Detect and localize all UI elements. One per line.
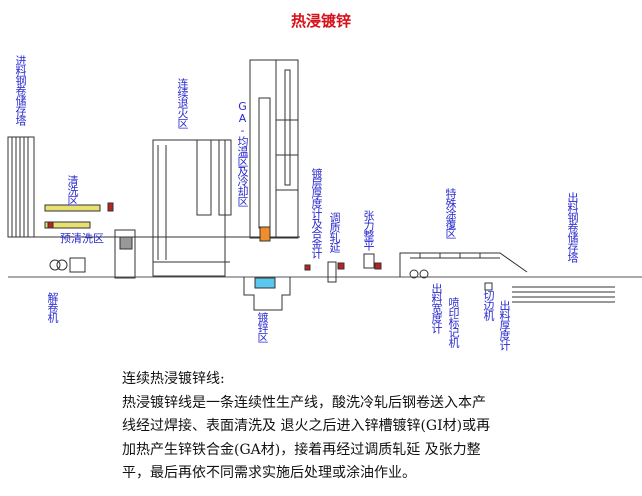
special-coating-section: [399, 252, 528, 291]
label-annealing: 连续退火区: [176, 78, 189, 128]
label-tension-leveling: 张力整平: [362, 210, 375, 250]
exit-tower: [512, 286, 615, 303]
ga-tower: [249, 59, 299, 242]
description-line: 加热产生锌铁合金(GA材)，接着再经过调质轧延 及张力整: [122, 441, 481, 458]
temper-and-leveling: [304, 253, 382, 283]
description-line: 热浸镀锌线是一条连续性生产线，酸洗冷轧后钢卷送入本产: [122, 394, 486, 411]
entry-tower: [7, 136, 35, 238]
label-exit-tower: 出料钢卷储存塔: [566, 192, 579, 262]
process-line-drawing: [7, 59, 642, 311]
label-entry-tower: 进料钢卷储存塔: [14, 55, 27, 125]
label-uncoiler: 解卷机: [46, 292, 59, 322]
description-heading: 连续热浸镀锌线:: [122, 371, 225, 387]
label-marking: 喷印标记机: [447, 297, 460, 347]
annealing-furnace: [152, 139, 232, 277]
description-line: 线经过焊接、表面清洗及 退火之后进入锌槽镀锌(GI材)或再: [122, 418, 491, 434]
description-line: 平，最后再依不同需求实施后处理或涂油作业。: [122, 465, 416, 481]
label-trimmer: 切边机: [482, 290, 495, 320]
zinc-pot: [243, 277, 291, 311]
label-thickness-gauge: 出料厚度计: [498, 300, 511, 350]
cleaning-tank: [44, 204, 101, 212]
label-cleaning: 清洗区: [66, 175, 79, 205]
label-galvanizing: 镀锌区: [256, 312, 269, 342]
label-ga-zone: GA-均温区及冷却区: [236, 100, 249, 206]
label-coating-gauge: 镀层厚度计及合金计: [310, 168, 323, 258]
description: 连续热浸镀锌线: 热浸镀锌线是一条连续性生产线，酸洗冷轧后钢卷送入本产 线经过焊…: [122, 368, 602, 486]
pre-cleaning-tank: [44, 221, 91, 229]
label-width-gauge: 出料宽度计: [430, 283, 443, 333]
label-pre-cleaning: 预清洗区: [60, 232, 104, 245]
label-special-coating: 特殊涂覆区: [444, 188, 457, 238]
label-temper-rolling: 调质轧延: [328, 212, 341, 252]
diagram-title: 热浸镀锌: [290, 12, 351, 30]
